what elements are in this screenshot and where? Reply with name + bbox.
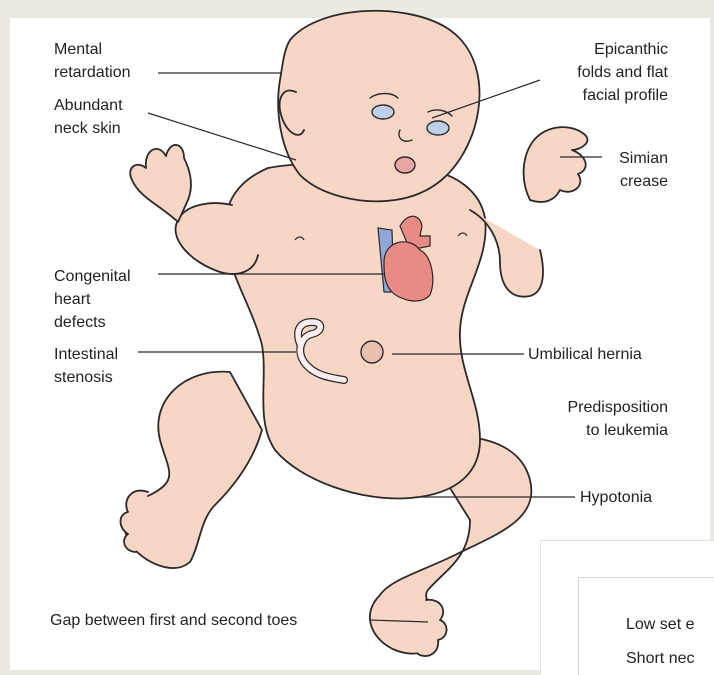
- inset-label-short-neck: Short nec: [626, 650, 714, 668]
- mouth: [395, 157, 415, 173]
- label-predisposition-leukemia: Predisposition to leukemia: [500, 396, 668, 442]
- umbilical-hernia-mark: [361, 341, 383, 363]
- left-hand: [130, 145, 191, 222]
- right-eye: [427, 121, 449, 135]
- label-umbilical-hernia: Umbilical hernia: [528, 343, 642, 366]
- left-leg: [124, 372, 262, 568]
- label-hypotonia: Hypotonia: [580, 486, 652, 509]
- label-epicanthic-folds: Epicanthic folds and flat facial profile: [520, 38, 668, 107]
- label-abundant-neck-skin: Abundant neck skin: [54, 94, 123, 140]
- label-simian-crease: Simian crease: [560, 147, 668, 193]
- left-eye: [372, 105, 394, 119]
- inset-label-low-set: Low set e: [626, 616, 714, 634]
- label-congenital-heart-defects: Congenital heart defects: [54, 265, 131, 334]
- label-intestinal-stenosis: Intestinal stenosis: [54, 343, 118, 389]
- label-mental-retardation: Mental retardation: [54, 38, 131, 84]
- torso: [225, 164, 486, 499]
- label-gap-toes: Gap between first and second toes: [50, 609, 297, 632]
